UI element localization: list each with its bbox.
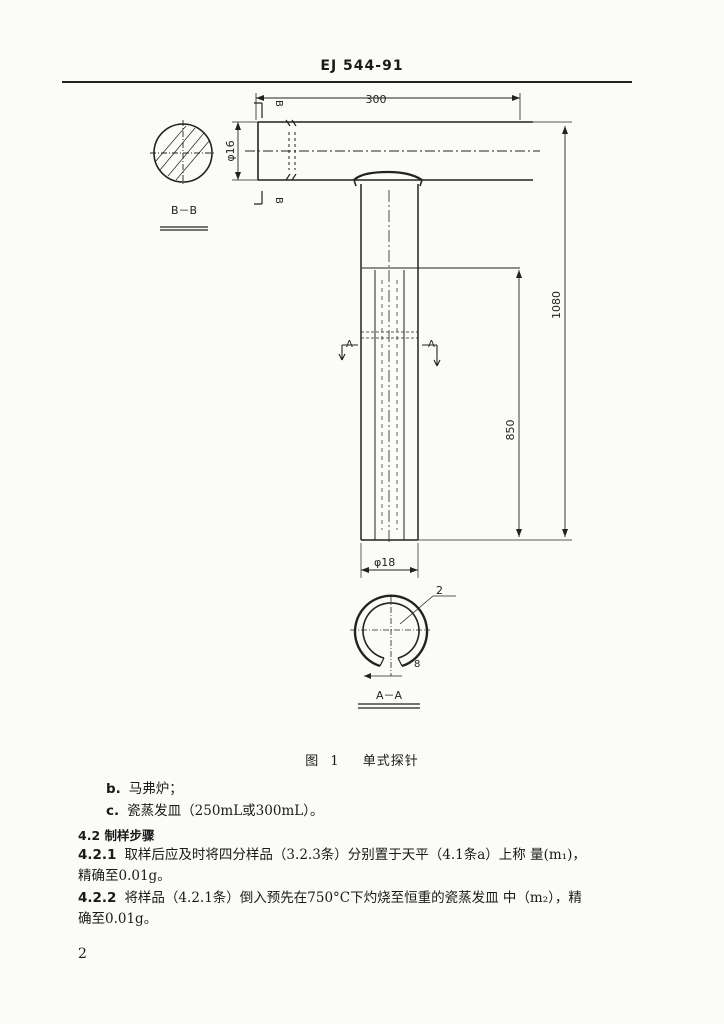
- figure-caption: 图 1 单式探针: [0, 750, 724, 769]
- dim-label-300: 300: [366, 93, 387, 106]
- section-mark-b-top: B: [273, 100, 284, 107]
- section-label-bb: B－B: [171, 204, 197, 217]
- horizontal-tube: [245, 119, 540, 181]
- paragraph-4-2-2-line2: 确至0.01g。: [78, 911, 158, 927]
- probe-technical-drawing: 300 φ16 B B B－B 1080 850 A A φ18 2 8 A－A: [150, 93, 572, 709]
- vertical-tube: [360, 184, 520, 545]
- document-code-header: EJ 544-91: [320, 58, 404, 74]
- item-c-marker: c.: [106, 803, 120, 819]
- dim-label-phi16: φ16: [224, 140, 237, 161]
- item-b: b. 马弗炉；: [106, 779, 183, 799]
- paragraph-4-2-2-line1: 4.2.2 将样品（4.2.1条）倒入预先在750°C下灼烧至恒重的瓷蒸发皿 中（…: [78, 888, 582, 908]
- callout-2: 2: [436, 584, 443, 597]
- paragraph-4-2-2-number: 4.2.2: [78, 890, 117, 906]
- dim-label-1080: 1080: [550, 291, 563, 319]
- section-mark-a-left: A: [346, 339, 353, 350]
- paragraph-4-2-1-line2: 精确至0.01g。: [78, 868, 171, 884]
- section-aa-tube: [350, 594, 456, 679]
- paragraph-4-2-1-number: 4.2.1: [78, 847, 117, 863]
- paragraph-4-2-2-text: 将样品（4.2.1条）倒入预先在750°C下灼烧至恒重的瓷蒸发皿 中（m₂），精: [124, 890, 582, 906]
- header-rule: [62, 81, 632, 83]
- dim-label-phi18: φ18: [374, 556, 395, 569]
- caption-prefix: 图: [305, 754, 320, 769]
- section-label-aa: A－A: [376, 689, 403, 702]
- paragraph-4-2-1-text: 取样后应及时将四分样品（3.2.3条）分别置于天平（4.1条a）上称 量(m₁)…: [124, 847, 586, 863]
- item-c-text: 瓷蒸发皿（250mL或300mL）。: [127, 803, 324, 819]
- section-bb-circle: [150, 120, 216, 186]
- caption-title: 单式探针: [362, 754, 419, 769]
- section-heading-4-2: 4.2 制样步骤: [78, 828, 155, 843]
- item-c: c. 瓷蒸发皿（250mL或300mL）。: [106, 801, 323, 821]
- dim-label-slot-8: 8: [414, 659, 420, 670]
- paragraph-4-2-1-line1: 4.2.1 取样后应及时将四分样品（3.2.3条）分别置于天平（4.1条a）上称 …: [78, 845, 586, 865]
- caption-number: 1: [330, 754, 340, 769]
- item-b-text: 马弗炉；: [128, 781, 183, 797]
- dim-label-850: 850: [504, 420, 517, 441]
- section-mark-b-bottom: B: [273, 197, 284, 204]
- page-number: 2: [78, 946, 87, 962]
- item-b-marker: b.: [106, 781, 121, 797]
- section-mark-a-right: A: [428, 339, 435, 350]
